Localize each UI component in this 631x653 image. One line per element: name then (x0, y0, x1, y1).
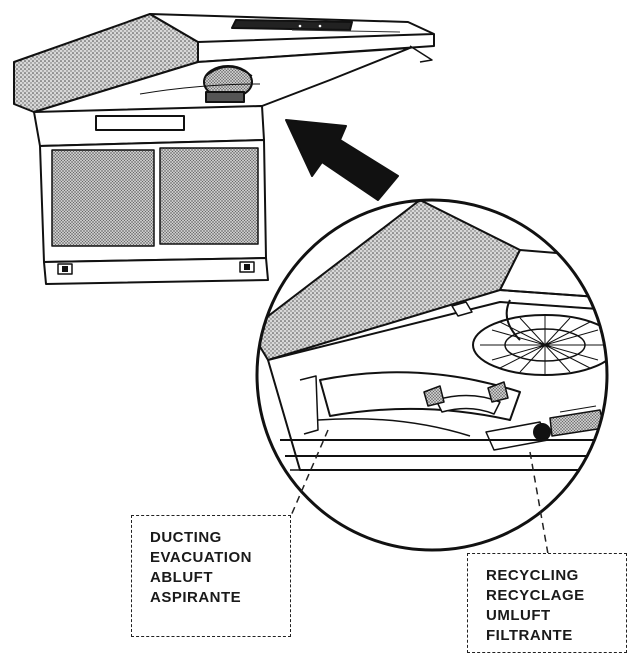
recycling-label-fr: RECYCLAGE (486, 587, 585, 604)
grease-filter-left (51, 149, 155, 247)
grease-filter-right (159, 147, 259, 245)
magnified-detail (255, 198, 609, 552)
fan-wheel (472, 299, 607, 376)
recycling-label-box: RECYCLING RECYCLAGE UMLUFT FILTRANTE (467, 553, 627, 653)
light-lens (95, 115, 185, 131)
ducting-label-en: DUCTING (150, 529, 222, 546)
ducting-label-it: ASPIRANTE (150, 589, 242, 606)
mount-tab-right-icon (487, 381, 509, 403)
direction-arrow-icon (285, 119, 399, 201)
bottom-rail (43, 257, 269, 285)
mount-tab-left-icon (423, 385, 445, 407)
range-hood (13, 13, 435, 285)
ducting-label-box: DUCTING EVACUATION ABLUFT ASPIRANTE (131, 515, 291, 637)
mount-tab-top-icon (451, 301, 473, 317)
recycling-label-it: FILTRANTE (486, 627, 573, 644)
recycling-label-en: RECYCLING (486, 567, 579, 584)
control-panel (231, 19, 353, 31)
recycling-label-de: UMLUFT (486, 607, 551, 624)
recycling-leader (529, 451, 549, 555)
ducting-label-fr: EVACUATION (150, 549, 252, 566)
ducting-label-de: ABLUFT (150, 569, 213, 586)
ducting-leader (289, 429, 329, 519)
